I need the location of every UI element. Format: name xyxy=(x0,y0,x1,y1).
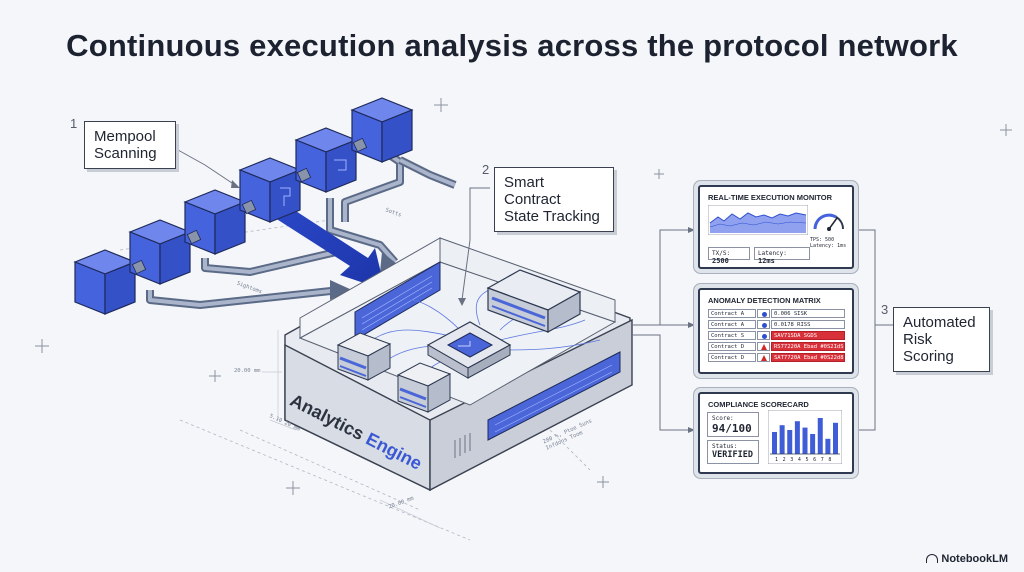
score-bar xyxy=(833,422,838,454)
axis-tick-label: 6 xyxy=(813,457,816,463)
tps-label: TX/S: xyxy=(712,250,731,257)
panel-title: COMPLIANCE SCORECARD xyxy=(708,400,809,409)
status-value: VERIFIED xyxy=(712,450,753,460)
pipe-network xyxy=(146,146,457,309)
panel-title: REAL-TIME EXECUTION MONITOR xyxy=(708,193,833,202)
callout-number-2: 2 xyxy=(482,162,490,177)
score-bar xyxy=(810,434,816,454)
gauge-line: Latency: 1ms xyxy=(810,243,847,249)
score-bar xyxy=(787,430,793,454)
score-bar xyxy=(794,421,800,454)
status-cell xyxy=(757,309,770,318)
score-value: 94/100 xyxy=(712,422,752,435)
axis-tick-label: 2 xyxy=(783,457,786,463)
notebook-icon xyxy=(926,554,939,563)
gauge-readout: TPS: 500 Latency: 1ms xyxy=(810,237,846,249)
analytics-engine-box xyxy=(284,237,633,492)
contract-name: Contract A xyxy=(708,320,756,329)
dimension-left: 20.00 mm xyxy=(234,368,261,374)
score-bar xyxy=(817,418,823,454)
compliance-scorecard-panel: COMPLIANCE SCORECARD Score: 94/100 Statu… xyxy=(698,392,854,474)
axis-tick-label: 4 xyxy=(798,457,801,463)
score-bar xyxy=(802,427,808,454)
warning-icon xyxy=(761,344,767,350)
axis-tick-label: 3 xyxy=(790,457,793,463)
status-dot-icon xyxy=(762,312,767,317)
score-box: Score: 94/100 xyxy=(707,412,759,437)
status-cell xyxy=(757,353,770,362)
gauge-line: TPS: 500 xyxy=(810,237,835,243)
axis-tick-label: 5 xyxy=(806,457,809,463)
panel-title: ANOMALY DETECTION MATRIX xyxy=(708,296,821,305)
crosshair-marks xyxy=(35,98,1012,495)
pipe-arrowhead xyxy=(330,280,352,300)
status-cell xyxy=(757,331,770,340)
anomaly-matrix-panel: ANOMALY DETECTION MATRIX Contract A 0.006… xyxy=(698,288,854,374)
page-title: Continuous execution analysis across the… xyxy=(66,28,958,63)
callout-state-tracking: Smart Contract State Tracking xyxy=(494,167,614,232)
axis-tick-label: 7 xyxy=(821,457,824,463)
status-box: Status: VERIFIED xyxy=(707,440,759,464)
score-label: Score: xyxy=(712,415,734,422)
score-bar xyxy=(779,425,785,454)
tps-value: 2500 xyxy=(712,257,729,265)
monitor-line-chart xyxy=(708,205,808,235)
latency-label: Latency: xyxy=(758,250,787,257)
latency-kpi: Latency: 12ms xyxy=(754,247,810,265)
callout-line: Mempool xyxy=(94,128,156,145)
status-cell xyxy=(757,320,770,329)
anomaly-value: SAV71SDA SGDS xyxy=(771,331,845,340)
block-chain xyxy=(73,97,414,315)
anomaly-value: SAT7720A Ebad #0S22d8 xyxy=(771,353,845,362)
contract-name: Contract S xyxy=(708,331,756,340)
callout-mempool-scanning: Mempool Scanning xyxy=(84,121,176,169)
contract-name: Contract A xyxy=(708,309,756,318)
execution-monitor-panel: REAL-TIME EXECUTION MONITOR TX/S: 2500 L… xyxy=(698,185,854,269)
score-bar xyxy=(772,432,777,454)
anomaly-value: RS77220A Ebad #0S2IdS xyxy=(771,342,845,351)
callout-line: Smart Contract xyxy=(504,174,561,208)
warning-icon xyxy=(761,355,767,361)
callout-number-1: 1 xyxy=(70,116,78,131)
callout-risk-scoring: Automated Risk Scoring xyxy=(893,307,990,372)
latency-value: 12ms xyxy=(758,257,775,265)
flow-arrow xyxy=(275,204,385,290)
contract-name: Contract D xyxy=(708,353,756,362)
callout-line: Scanning xyxy=(94,145,157,162)
thin-lines xyxy=(262,330,441,529)
status-dot-icon xyxy=(762,334,767,339)
callout-number-3: 3 xyxy=(881,302,889,317)
axis-tick-label: 8 xyxy=(828,457,831,463)
score-bar xyxy=(825,438,831,454)
callout-line: Automated xyxy=(903,314,976,331)
status-cell xyxy=(757,342,770,351)
status-label: Status: xyxy=(712,443,738,450)
anomaly-value: 0.006 SISK xyxy=(771,309,845,318)
status-dot-icon xyxy=(762,323,767,328)
gauge-icon xyxy=(813,213,844,231)
anomaly-value: 0.0178 RISS xyxy=(771,320,845,329)
footer-brand-text: NotebookLM xyxy=(941,553,1008,565)
contract-name: Contract D xyxy=(708,342,756,351)
tps-kpi: TX/S: 2500 xyxy=(708,247,750,265)
footer-brand: NotebookLM xyxy=(926,553,1008,565)
callout-line: Risk Scoring xyxy=(903,331,954,365)
callout-line: State Tracking xyxy=(504,208,600,225)
axis-tick-label: 1 xyxy=(775,457,778,463)
